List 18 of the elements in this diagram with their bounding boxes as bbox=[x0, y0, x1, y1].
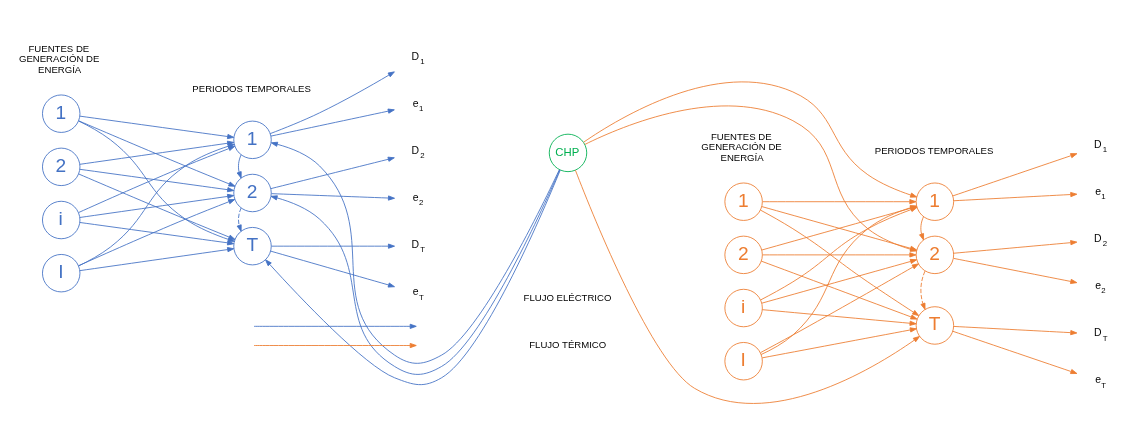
node-text: e$_{2}$ bbox=[412, 191, 424, 207]
label: FUENTES DE GENERACIÓN DE ENERGÍA bbox=[18, 42, 100, 75]
node-text: D$_{1}$ bbox=[411, 50, 425, 66]
node-text: e$_{T}$ bbox=[412, 285, 424, 302]
node-text: D$_{2}$ bbox=[411, 144, 425, 160]
node-text: e$_{2}$ bbox=[1095, 279, 1106, 295]
label: FUENTES DE GENERACIÓN DE ENERGÍA bbox=[701, 130, 782, 163]
label: PERIODOS TEMPORALES bbox=[192, 82, 311, 94]
node-text: D$_{2}$ bbox=[1093, 232, 1108, 248]
label: PERIODOS TEMPORALES bbox=[874, 144, 994, 156]
node-text: D$_{T}$ bbox=[1093, 326, 1108, 343]
legend-label: FLUJO ELÉCTRICO bbox=[523, 291, 612, 303]
legend-label: FLUJO TÉRMICO bbox=[529, 338, 607, 350]
node-text: e$_{T}$ bbox=[1095, 373, 1107, 390]
node-text: D$_{1}$ bbox=[1093, 138, 1108, 154]
node-text: e$_{1}$ bbox=[1095, 185, 1106, 201]
node-text: D$_{T}$ bbox=[411, 238, 426, 254]
node-text: e$_{1}$ bbox=[412, 97, 424, 113]
